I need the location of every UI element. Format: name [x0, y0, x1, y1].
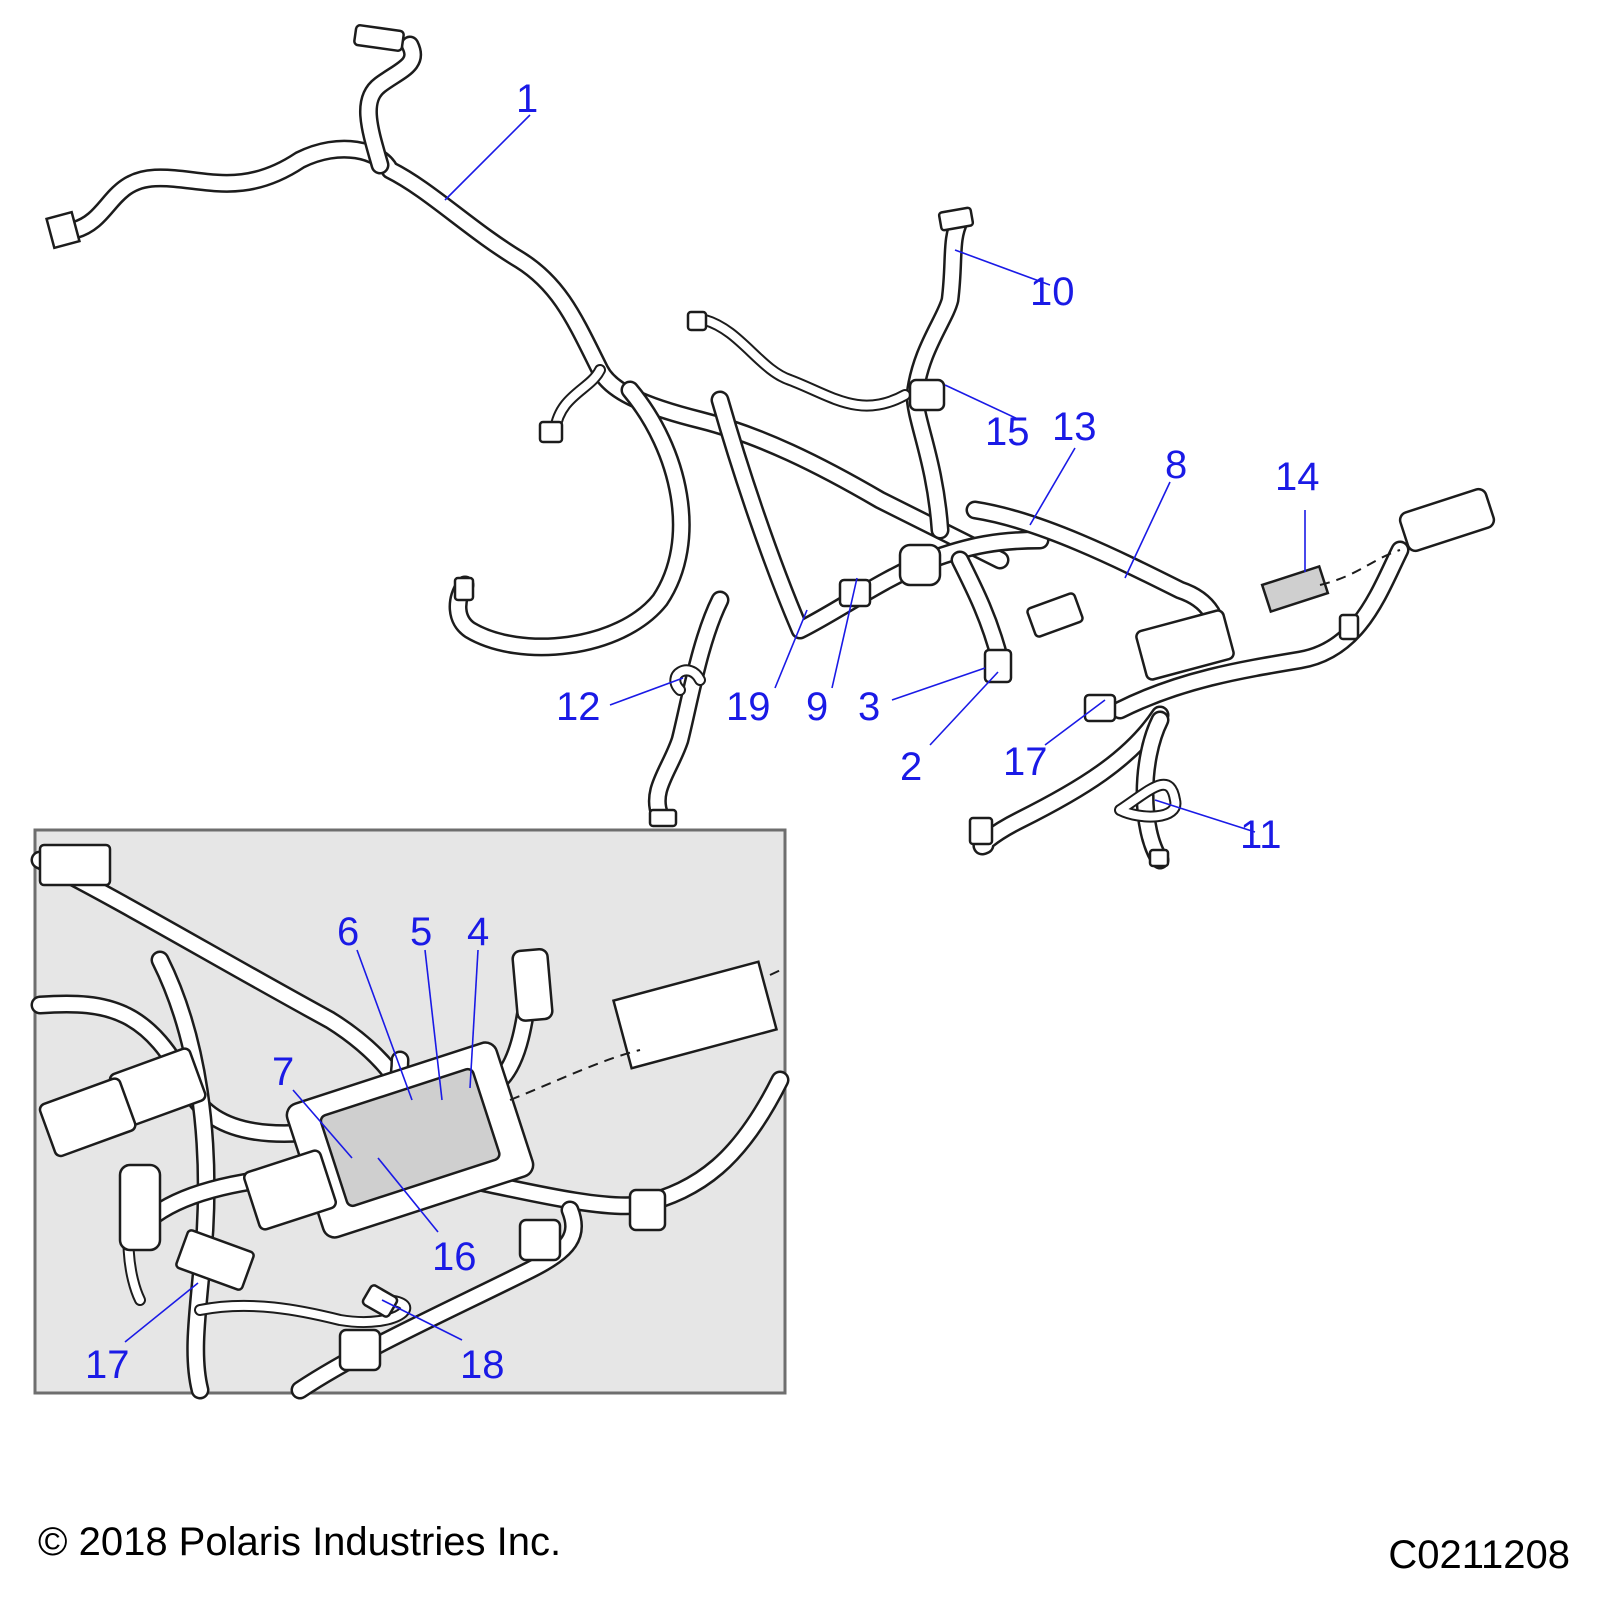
callout-13: 13 [1052, 405, 1097, 449]
callout-5: 5 [410, 910, 432, 954]
main-callouts: 1 10 15 13 8 14 12 19 9 3 2 17 11 [516, 77, 1320, 857]
callout-7: 7 [272, 1050, 294, 1094]
callout-15: 15 [985, 410, 1030, 454]
callout-17-inset: 17 [85, 1343, 130, 1387]
callout-9: 9 [806, 685, 828, 729]
callout-12: 12 [556, 685, 601, 729]
figure-code: C0211208 [1388, 1533, 1570, 1577]
main-harness-drawing [45, 24, 1496, 870]
callout-17-main: 17 [1003, 740, 1048, 784]
callout-14: 14 [1275, 455, 1320, 499]
inset-detail-panel [30, 828, 790, 1400]
callout-6: 6 [337, 910, 359, 954]
callout-3: 3 [858, 685, 880, 729]
callout-1: 1 [516, 77, 538, 121]
callout-8: 8 [1165, 443, 1187, 487]
callout-19: 19 [726, 685, 771, 729]
inset-callouts: 6 5 4 7 16 17 18 [85, 910, 505, 1387]
callout-10: 10 [1030, 270, 1075, 314]
main-leader-lines [444, 114, 1306, 833]
inset-leader-lines [124, 949, 479, 1343]
callout-2: 2 [900, 745, 922, 789]
callout-4: 4 [467, 910, 489, 954]
copyright-notice: © 2018 Polaris Industries Inc. [38, 1520, 562, 1564]
callout-16: 16 [432, 1235, 477, 1279]
callout-18: 18 [460, 1343, 505, 1387]
callout-11: 11 [1240, 813, 1282, 857]
